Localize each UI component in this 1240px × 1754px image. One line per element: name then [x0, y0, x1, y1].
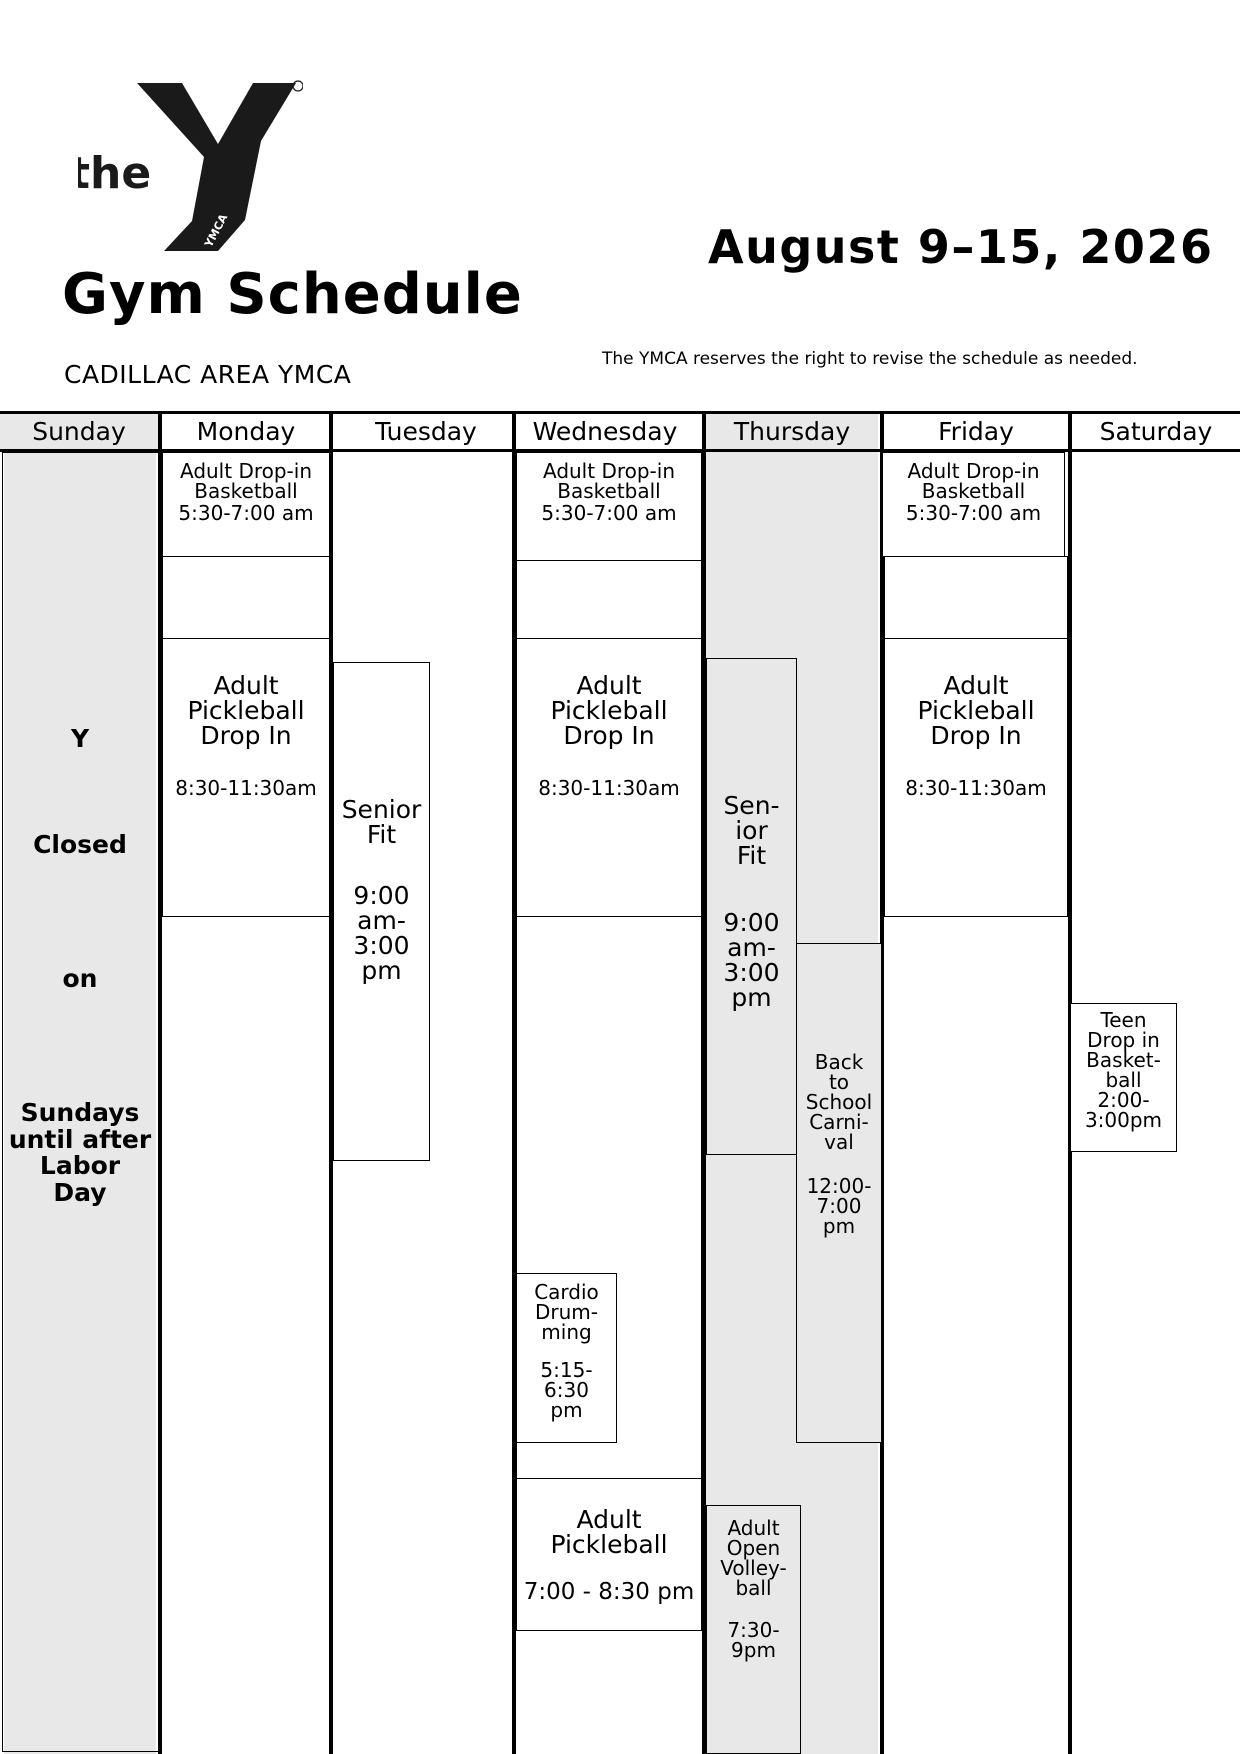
day-header-saturday: Saturday [1099, 417, 1213, 446]
sunday-header-shade [0, 414, 158, 449]
organization-name: CADILLAC AREA YMCA [64, 360, 352, 389]
event-title: Adult Drop-in Basketball [907, 459, 1040, 503]
closed-line-on: on [62, 964, 98, 993]
event-title: Adult Drop-in Basketball [542, 459, 676, 503]
ymca-logo: the YMCA [69, 80, 304, 255]
event-time: 8:30-11:30am [175, 776, 317, 800]
column-divider [880, 413, 884, 1754]
day-header-tuesday: Tuesday [375, 417, 477, 446]
event-time: 5:15- 6:30 pm [540, 1358, 593, 1422]
sunday-column-shade [4, 452, 156, 1754]
page-title: Gym Schedule [62, 262, 523, 327]
column-divider [702, 413, 706, 1754]
event-title: Senior Fit [341, 795, 422, 849]
day-header-sunday: Sunday [32, 417, 126, 446]
closed-line-sundays: Sundays until after Labor Day [8, 1098, 152, 1207]
event-time: 12:00- 7:00 pm [806, 1174, 872, 1238]
day-header-friday: Friday [938, 417, 1014, 446]
event-tuesday-senior-fit: Senior Fit 9:00 am- 3:00 pm [333, 662, 430, 1161]
day-header-monday: Monday [196, 417, 296, 446]
header-bottom-rule [0, 449, 1240, 452]
event-time: 8:30-11:30am [538, 776, 680, 800]
column-divider [158, 413, 162, 1754]
closed-line-closed: Closed [33, 830, 127, 859]
event-title: Back to School Carni- val [805, 1050, 873, 1154]
monday-empty-slot [162, 556, 330, 640]
event-title: Adult Pickleball Drop In [550, 671, 668, 750]
event-title: Teen Drop in Basket- ball 2:00- 3:00pm [1084, 1008, 1163, 1132]
event-title: Adult Open Volley- ball [720, 1516, 787, 1600]
event-thursday-senior-fit: Sen- ior Fit 9:00 am- 3:00 pm [706, 658, 797, 1155]
event-friday-basketball: Adult Drop-in Basketball 5:30-7:00 am [882, 452, 1065, 557]
event-wednesday-basketball: Adult Drop-in Basketball 5:30-7:00 am [516, 452, 702, 561]
header-top-rule [0, 411, 1240, 414]
event-time: 5:30-7:00 am [178, 501, 314, 525]
event-friday-pickleball: Adult Pickleball Drop In 8:30-11:30am [884, 638, 1068, 917]
event-time: 5:30-7:00 am [905, 501, 1042, 525]
day-header-thursday: Thursday [733, 417, 851, 446]
event-title: Adult Pickleball Drop In [187, 671, 305, 750]
column-divider [512, 413, 516, 1754]
event-time: 7:00 - 8:30 pm [523, 1579, 695, 1605]
event-time: 5:30-7:00 am [541, 501, 677, 525]
event-wednesday-cardio-drumming: Cardio Drum- ming 5:15- 6:30 pm [516, 1273, 617, 1443]
event-wednesday-adult-pickleball: Adult Pickleball 7:00 - 8:30 pm [516, 1478, 702, 1631]
event-time: 7:30- 9pm [727, 1618, 780, 1662]
closed-line-y: Y [70, 724, 90, 753]
friday-empty-slot [884, 556, 1068, 640]
event-time: 9:00 am- 3:00 pm [353, 881, 410, 985]
day-header-wednesday: Wednesday [532, 417, 678, 446]
event-thursday-volleyball: Adult Open Volley- ball 7:30- 9pm [706, 1505, 801, 1754]
event-monday-pickleball: Adult Pickleball Drop In 8:30-11:30am [162, 638, 330, 917]
schedule-note: The YMCA reserves the right to revise th… [602, 349, 1138, 369]
event-title: Sen- ior Fit [723, 791, 780, 870]
event-title: Adult Drop-in Basketball [179, 459, 313, 503]
week-range: August 9–15, 2026 [708, 220, 1214, 274]
event-saturday-teen-basketball: Teen Drop in Basket- ball 2:00- 3:00pm [1070, 1003, 1177, 1152]
event-time: 8:30-11:30am [905, 776, 1047, 800]
event-time: 9:00 am- 3:00 pm [723, 908, 780, 1012]
event-title: Adult Pickleball [550, 1505, 668, 1559]
column-divider [329, 413, 333, 1754]
thursday-header-shade [706, 414, 878, 449]
logo-text: the [78, 148, 151, 199]
event-monday-basketball: Adult Drop-in Basketball 5:30-7:00 am [162, 452, 330, 557]
event-title: Cardio Drum- ming [534, 1280, 599, 1344]
event-thursday-carnival: Back to School Carni- val 12:00- 7:00 pm [796, 943, 882, 1443]
wednesday-empty-slot [516, 560, 702, 640]
event-title: Adult Pickleball Drop In [917, 671, 1035, 750]
sunday-column-border [2, 452, 158, 1752]
event-wednesday-pickleball: Adult Pickleball Drop In 8:30-11:30am [516, 638, 702, 917]
